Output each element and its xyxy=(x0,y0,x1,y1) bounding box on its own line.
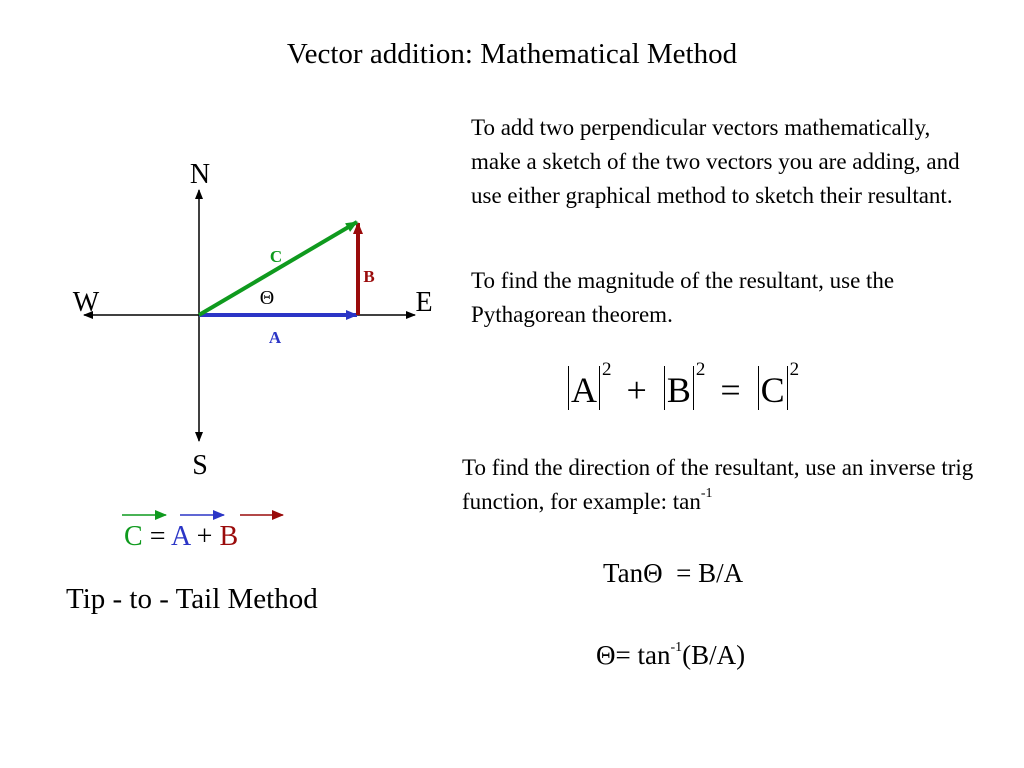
magnitude-b: B xyxy=(666,370,691,410)
vector-b-label: B xyxy=(363,267,374,286)
method-caption: Tip - to - Tail Method xyxy=(66,583,318,615)
vector-b-symbol: B xyxy=(219,521,239,552)
tangent-equation: TanΘ = B/A xyxy=(603,558,744,588)
vector-c xyxy=(197,220,359,317)
vector-a-symbol: A xyxy=(170,521,190,552)
theta-rhs: (B/A) xyxy=(682,640,746,670)
vector-equation: C = A + B xyxy=(124,521,238,553)
vector-c-label: C xyxy=(270,247,282,266)
magnitude-paragraph: To find the magnitude of the resultant, … xyxy=(471,268,895,327)
magnitude-a: A xyxy=(571,370,597,410)
intro-paragraph: To add two perpendicular vectors mathema… xyxy=(471,115,960,208)
plus-sign: + xyxy=(196,521,213,552)
vector-c-symbol: C xyxy=(124,521,143,552)
compass-west-label: W xyxy=(73,287,100,318)
angle-theta-label: Θ xyxy=(260,287,274,309)
equals-sign: = xyxy=(149,521,166,552)
direction-superscript: -1 xyxy=(700,486,713,502)
pythagorean-equation: A2 + B2 = C2 xyxy=(566,360,799,411)
pythagorean-equals: = xyxy=(720,370,741,410)
theta-equation: Θ= tan-1(B/A) xyxy=(596,640,745,671)
pythagorean-plus: + xyxy=(626,370,647,410)
theta-superscript: -1 xyxy=(670,640,683,655)
direction-text: To find the direction of the resultant, … xyxy=(462,455,974,514)
exponent-b: 2 xyxy=(695,359,706,380)
page-title: Vector addition: Mathematical Method xyxy=(286,38,738,70)
magnitude-c: C xyxy=(760,370,785,410)
theta-lhs: Θ= tan xyxy=(596,640,671,670)
exponent-c: 2 xyxy=(789,359,800,380)
compass-north-label: N xyxy=(190,159,210,190)
direction-paragraph: To find the direction of the resultant, … xyxy=(462,451,1002,519)
vector-a-label: A xyxy=(269,328,282,347)
compass-south-label: S xyxy=(192,450,208,481)
exponent-a: 2 xyxy=(602,359,612,380)
compass-east-label: E xyxy=(415,287,432,318)
